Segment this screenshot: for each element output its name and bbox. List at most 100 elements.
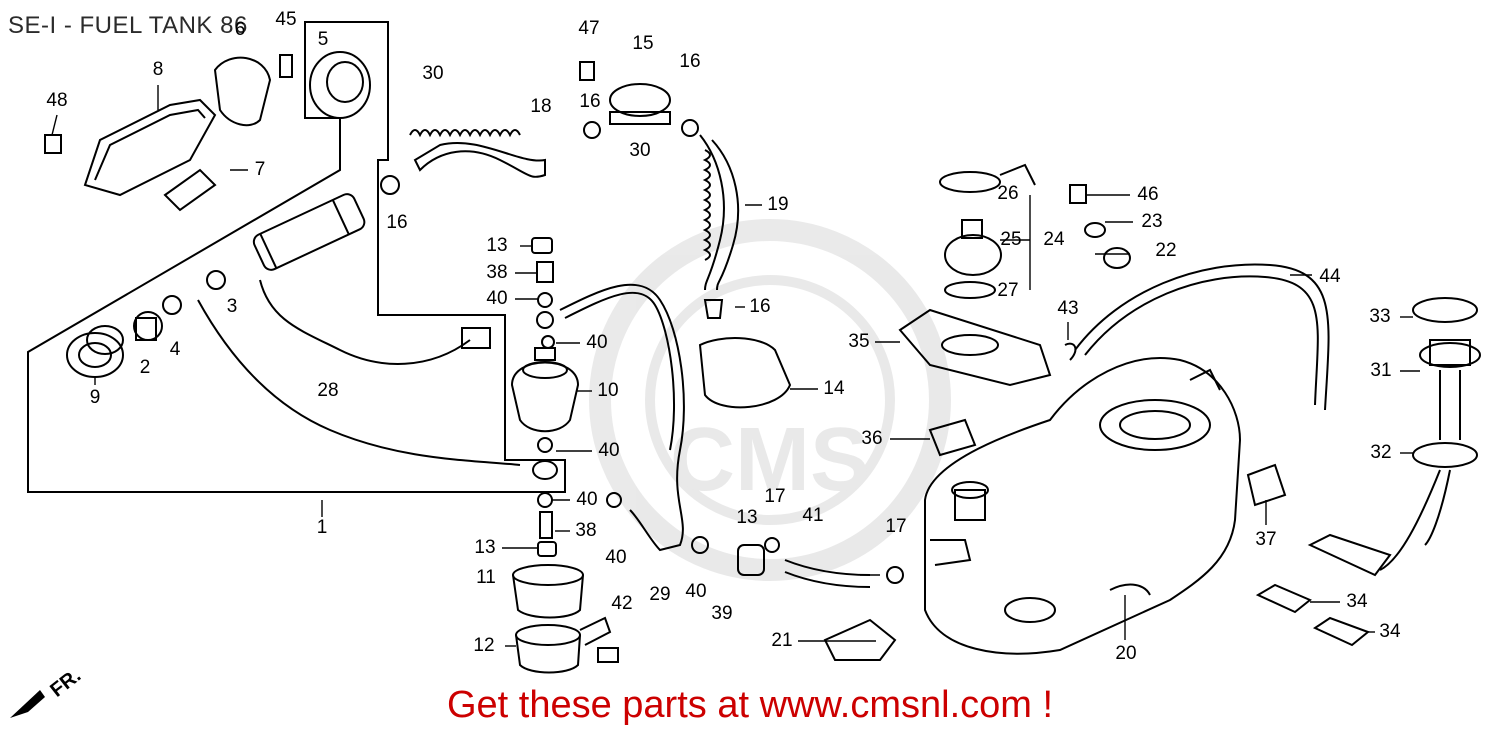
part-label: 2	[139, 357, 151, 378]
fuel-sender-31	[1419, 339, 1481, 440]
bolt-47	[579, 61, 595, 81]
part-label: 22	[1155, 240, 1177, 261]
part-label: 8	[152, 59, 164, 80]
part-label: 3	[226, 296, 238, 317]
part-label: 45	[275, 9, 297, 30]
breather-tube-44	[1074, 263, 1330, 411]
part-label: 35	[848, 331, 870, 352]
part-label: 44	[1319, 266, 1341, 287]
part-label: 40	[598, 440, 620, 461]
clip-17b	[886, 566, 904, 584]
bolt-38a	[536, 261, 554, 283]
part-label: 34	[1346, 591, 1368, 612]
part-label: 33	[1369, 306, 1391, 327]
cap-ring-26	[939, 171, 1001, 193]
washer-23	[1084, 222, 1106, 238]
band-6	[213, 56, 272, 127]
clip-16b	[583, 121, 601, 139]
part-label: 7	[254, 159, 266, 180]
part-label: 34	[1379, 621, 1401, 642]
part-label: 42	[611, 593, 633, 614]
pump-connector	[461, 327, 491, 349]
bolt-38b	[539, 511, 553, 539]
hose-18	[413, 142, 546, 178]
part-label: 6	[234, 19, 246, 40]
part-label: 40	[685, 581, 707, 602]
part-label: 48	[46, 90, 68, 111]
pump-cover-8	[83, 98, 217, 197]
watermark-logo: CMS	[589, 219, 951, 581]
part-label: 27	[997, 280, 1019, 301]
clip-16c	[681, 119, 699, 137]
part-label: 1	[316, 517, 328, 538]
part-label: 40	[605, 547, 627, 568]
holder-11	[512, 564, 584, 619]
fuel-filter-10	[510, 347, 580, 433]
page-title: SE-I - FUEL TANK 86	[8, 12, 248, 39]
label-37	[1246, 463, 1287, 507]
cap-2	[133, 311, 163, 341]
part-label: 21	[771, 630, 793, 651]
washer-40d	[537, 437, 553, 453]
part-label: 14	[823, 378, 845, 399]
part-label: 41	[802, 505, 824, 526]
part-label: 43	[1057, 298, 1079, 319]
part-label: 38	[575, 520, 597, 541]
rubber-21	[823, 618, 897, 661]
spring-30	[409, 129, 521, 138]
part-label: 26	[997, 183, 1019, 204]
washer-40g	[691, 536, 709, 554]
part-label: 18	[530, 96, 552, 117]
hose-19	[699, 134, 725, 291]
part-label: 12	[473, 635, 495, 656]
filler-base-35	[898, 308, 1052, 387]
part-label: 16	[679, 51, 701, 72]
washer-40a	[537, 292, 553, 308]
part-label: 11	[476, 567, 496, 588]
pad-34b	[1312, 616, 1370, 647]
fuel-cock-15	[609, 83, 671, 125]
label-36	[928, 418, 977, 457]
part-label: 39	[711, 603, 733, 624]
part-label: 30	[629, 140, 651, 161]
part-label: 29	[649, 584, 671, 605]
part-label: 36	[861, 428, 883, 449]
clip-17a	[764, 537, 780, 553]
part-label: 15	[632, 33, 654, 54]
part-label: 25	[1000, 229, 1022, 250]
washer-4	[162, 295, 182, 315]
grommet-22	[1103, 247, 1131, 269]
pump-mount-9	[66, 325, 124, 378]
bolt-48	[44, 134, 62, 154]
bolt-46	[1069, 184, 1087, 204]
part-label: 38	[486, 262, 508, 283]
part-label: 30	[422, 63, 444, 84]
cap-13b	[537, 541, 557, 557]
breather-25	[944, 219, 1002, 276]
part-label: 9	[89, 387, 101, 408]
part-label: 4	[169, 339, 181, 360]
holder-5	[309, 51, 371, 119]
clip-16d	[703, 299, 724, 319]
part-label: 31	[1370, 360, 1392, 381]
part-label: 40	[586, 332, 608, 353]
cap-13a	[531, 237, 553, 254]
stay-7	[163, 168, 217, 212]
footer-promo[interactable]: Get these parts at www.cmsnl.com !	[446, 684, 1054, 726]
part-label: 40	[486, 288, 508, 309]
washer-40f	[606, 492, 622, 508]
plate-32	[1412, 442, 1478, 468]
clip-16a	[380, 175, 400, 195]
clamp-12	[515, 616, 612, 674]
part-label: 16	[749, 296, 771, 317]
bolt-42	[597, 647, 619, 663]
fuel-hose-29	[559, 283, 685, 552]
protector-14	[698, 337, 792, 409]
fuel-pump	[252, 193, 366, 271]
part-label: 13	[474, 537, 496, 558]
svg-text:CMS: CMS	[670, 410, 870, 510]
part-label: 16	[386, 212, 408, 233]
part-label: 23	[1141, 211, 1163, 232]
fuel-tank-20	[924, 357, 1242, 655]
